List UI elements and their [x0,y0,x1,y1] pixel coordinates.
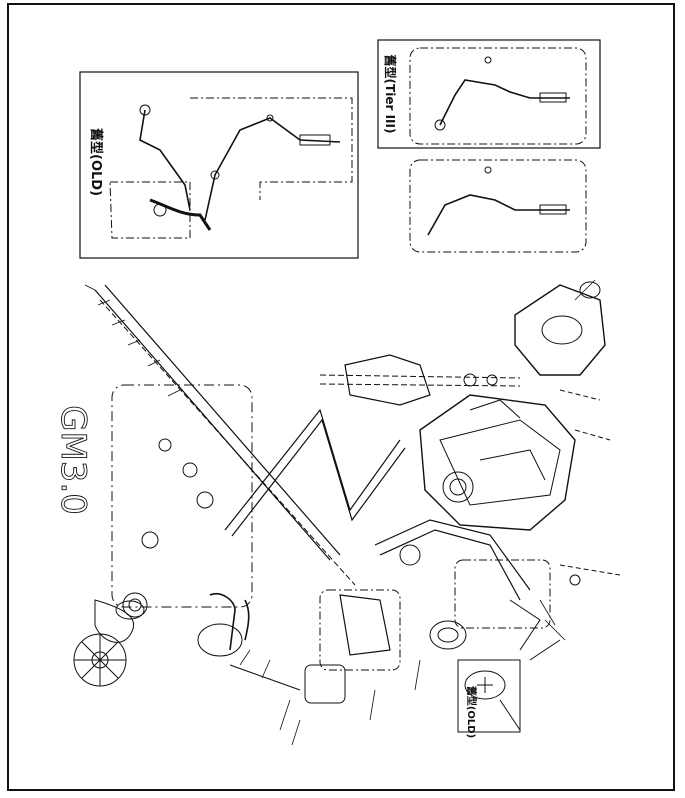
lower-pipe-assembly [374,519,551,650]
right-side-parts [509,389,621,661]
callout-leaders [84,279,596,746]
diagram-frame [7,3,675,791]
labels: GM3.0 舊型(OLD) 舊型(Tier III) 舊型(OLD) [53,55,478,739]
inset-tier3-label: 舊型(Tier III) [383,55,398,134]
inset-old-box [79,71,359,259]
inset-old-label: 舊型(OLD) [88,128,104,196]
engine-block [419,394,576,531]
flywheel-housing [514,281,606,376]
radiator-hose-assembly [197,589,401,704]
inset-tier3-box [377,39,601,149]
belt-path [224,408,406,537]
fan-assembly [73,599,145,687]
old-mini-inset [457,659,521,733]
inset-small-box [409,159,587,253]
model-label: GM3.0 [53,405,93,515]
intake-manifold [319,354,521,406]
main-shaft-assembly [94,284,356,618]
inset-small-old-label: 舊型(OLD) [465,685,478,738]
